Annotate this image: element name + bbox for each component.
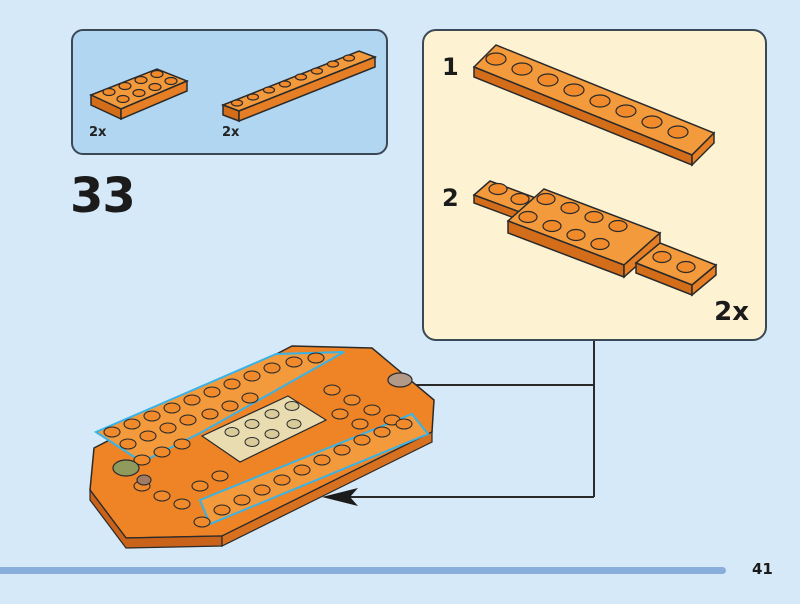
plate-2x4-image xyxy=(89,68,189,121)
sub-step-1-plate-image xyxy=(472,44,716,167)
sub-assembly-quantity: 2x xyxy=(714,297,749,327)
model-illustration xyxy=(89,345,435,549)
sub-step-number: 1 xyxy=(442,53,459,81)
part-quantity: 2x xyxy=(222,125,240,140)
step-number: 33 xyxy=(70,168,136,224)
sub-assembly-callout: 1 2 2x xyxy=(422,29,767,341)
page-number: 41 xyxy=(752,560,773,578)
plate-1x8-image xyxy=(220,50,378,123)
arrow-lower xyxy=(322,488,358,506)
parts-list-box: 2x 2x xyxy=(71,29,388,155)
progress-bar xyxy=(0,567,726,574)
sub-step-2-plates-image xyxy=(472,180,718,297)
sub-step-number: 2 xyxy=(442,184,459,212)
part-quantity: 2x xyxy=(89,125,107,140)
